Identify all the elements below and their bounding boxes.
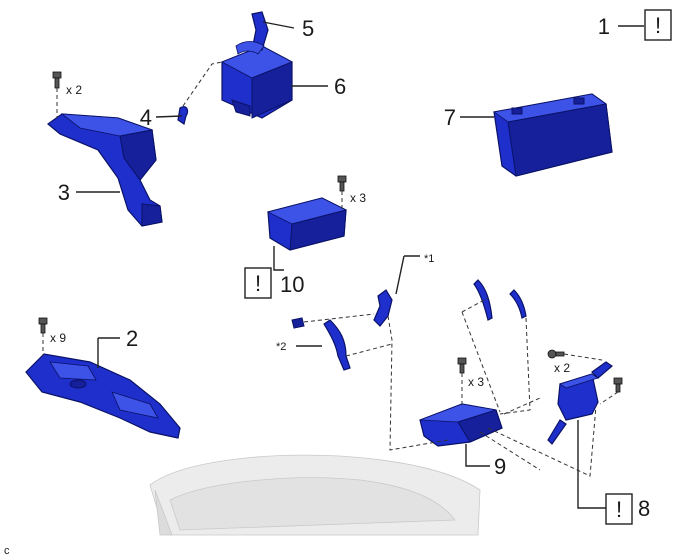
harness-dashed-routes (303, 297, 597, 477)
bolt-part10 (337, 175, 347, 192)
part-9-bracket-assembly (419, 403, 503, 447)
part-7-battery (492, 93, 613, 177)
corner-mark: c (4, 545, 10, 557)
part-6-air-cleaner (221, 45, 293, 119)
note-star2: *2 (276, 341, 286, 353)
svg-text:!: ! (255, 271, 261, 296)
part-3-air-inlet-duct (47, 113, 163, 227)
bolt-part8-b (613, 377, 623, 393)
qty-x2-part3: x 2 (66, 83, 82, 97)
bolt-part8-a (547, 349, 565, 359)
svg-text:!: ! (616, 497, 622, 522)
warning-box-1: ! (644, 9, 672, 41)
callout-3: 3 (58, 180, 70, 205)
clamp-nut (291, 317, 305, 329)
part-8-module (547, 361, 613, 445)
part-10-ecu (266, 197, 348, 251)
callout-5: 5 (302, 16, 314, 41)
note-star1: *1 (424, 253, 434, 265)
engine-bay-background (149, 454, 481, 536)
warning-box-10: ! (244, 267, 272, 299)
callout-8: 8 (638, 496, 650, 521)
callout-2: 2 (126, 326, 138, 351)
bolt-part2 (38, 317, 48, 334)
part-5-air-intake-hose (235, 11, 269, 55)
callout-4: 4 (140, 105, 152, 130)
part-4-hose (177, 106, 189, 125)
qty-x9-part2: x 9 (50, 331, 66, 345)
wire-upper-b (509, 289, 527, 319)
callout-7: 7 (444, 105, 456, 130)
qty-x2-part8: x 2 (554, 361, 570, 375)
callout-1: 1 (598, 14, 610, 39)
leader-lines (76, 21, 644, 509)
part-2-cover (25, 353, 181, 439)
warning-box-8: ! (605, 493, 633, 525)
qty-x3-part10: x 3 (350, 191, 366, 205)
wire-upper-a (473, 279, 493, 321)
bolt-part8-b-dashed (599, 391, 619, 405)
qty-x3-part9: x 3 (468, 375, 484, 389)
svg-text:!: ! (655, 13, 661, 38)
leader-4-dashed (182, 61, 223, 107)
callout-10: 10 (280, 272, 304, 297)
bolt-part3 (52, 71, 62, 89)
wire-harness-star1 (373, 289, 393, 327)
bolt-part9 (457, 357, 467, 374)
callout-6: 6 (334, 74, 346, 99)
bolt-part8-a-dashed (563, 353, 603, 361)
callout-9: 9 (494, 454, 506, 479)
wire-harness-star2 (323, 319, 351, 371)
